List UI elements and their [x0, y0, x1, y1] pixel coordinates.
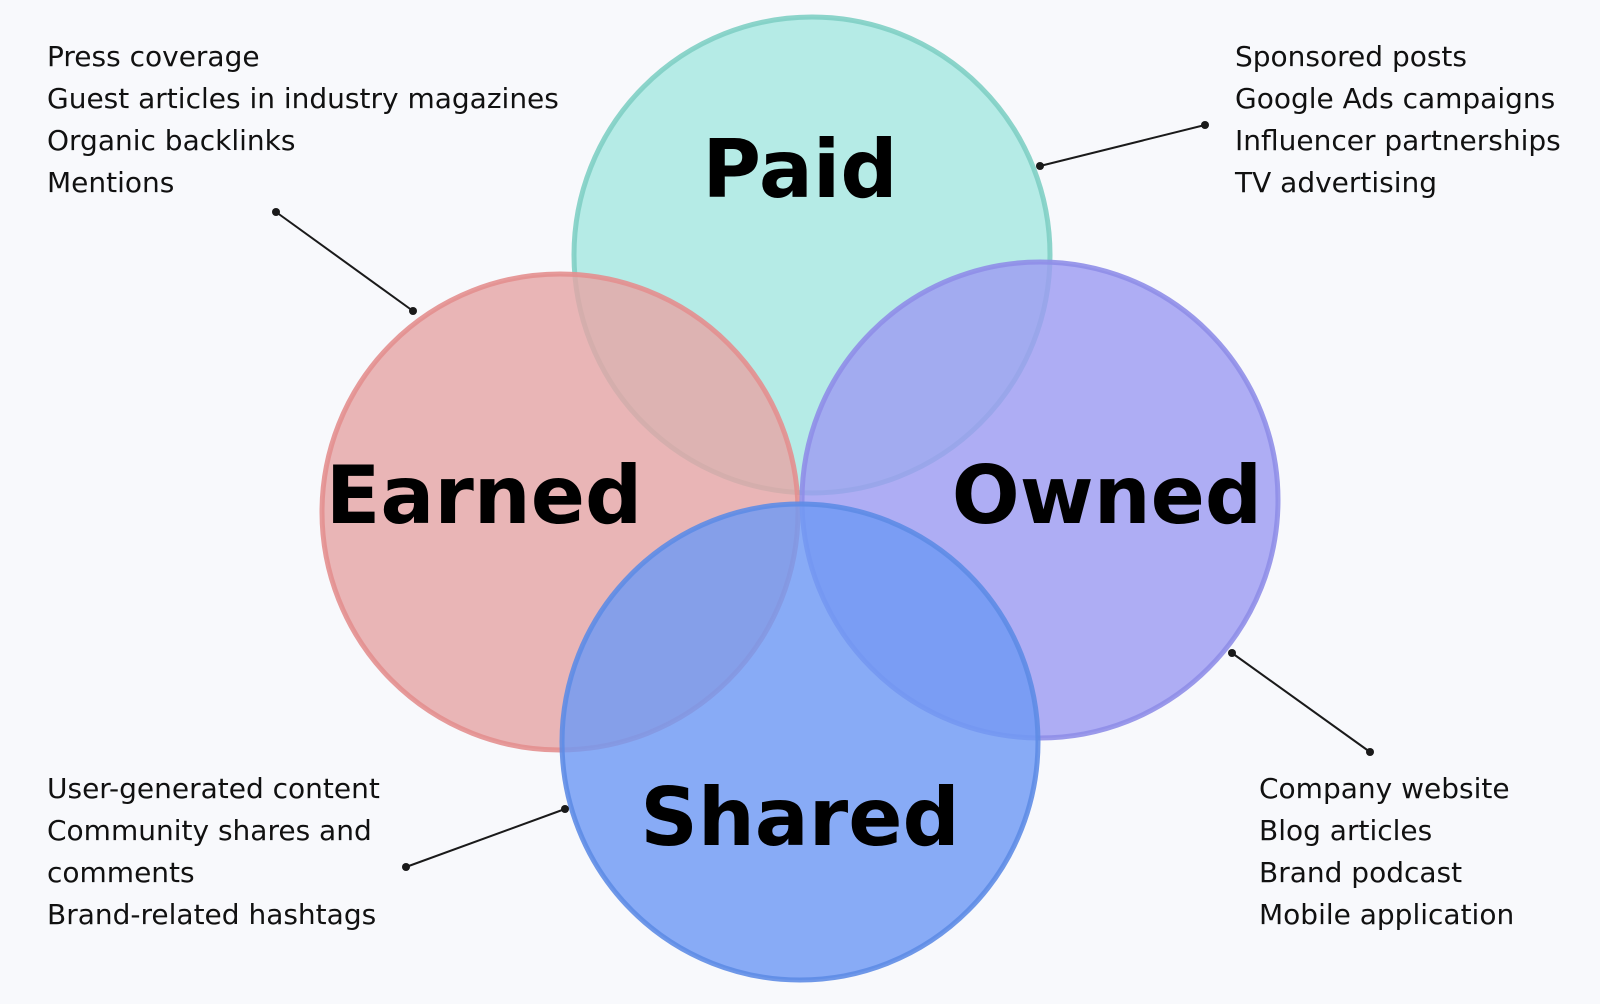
connector-paid — [1036, 121, 1209, 170]
label-earned: Earned — [326, 449, 643, 542]
paid-example-item: Influencer partnerships — [1235, 124, 1561, 157]
owned-example-item: Brand podcast — [1259, 856, 1463, 889]
earned-example-item: Press coverage — [47, 40, 260, 73]
connector-owned — [1228, 649, 1374, 756]
connector-shared — [402, 805, 569, 871]
paid-example-item: TV advertising — [1235, 166, 1438, 199]
connector-earned-dot-end — [409, 307, 417, 315]
owned-examples-list: Company website Blog articles Brand podc… — [1259, 768, 1514, 936]
connector-paid-dot-start — [1036, 162, 1044, 170]
connector-owned-line — [1231, 652, 1371, 753]
earned-example-item: Guest articles in industry magazines — [47, 82, 559, 115]
label-owned: Owned — [952, 449, 1262, 542]
circle-shared — [559, 501, 1041, 983]
earned-examples-list: Press coverage Guest articles in industr… — [47, 36, 559, 204]
owned-example-item: Blog articles — [1259, 814, 1433, 847]
connector-owned-dot-end — [1366, 748, 1374, 756]
connector-paid-line — [1039, 124, 1206, 167]
owned-example-item: Mobile application — [1259, 898, 1515, 931]
paid-examples-list: Sponsored posts Google Ads campaigns Inf… — [1235, 36, 1561, 204]
paid-example-item: Google Ads campaigns — [1235, 82, 1556, 115]
shared-example-item: Community shares and — [47, 814, 372, 847]
shared-examples-list: User-generated content Community shares … — [47, 768, 380, 936]
label-shared: Shared — [640, 771, 960, 864]
owned-example-item: Company website — [1259, 772, 1510, 805]
earned-example-item: Mentions — [47, 166, 175, 199]
connector-shared-line — [405, 808, 566, 868]
connector-shared-dot-end — [561, 805, 569, 813]
connector-owned-dot-start — [1228, 649, 1236, 657]
connector-paid-dot-end — [1201, 121, 1209, 129]
earned-example-item: Organic backlinks — [47, 124, 296, 157]
connector-shared-dot-start — [402, 863, 410, 871]
connector-earned-line — [275, 211, 414, 312]
paid-example-item: Sponsored posts — [1235, 40, 1467, 73]
shared-example-item: User-generated content — [47, 772, 380, 805]
shared-example-item: Brand-related hashtags — [47, 898, 377, 931]
shared-example-item: comments — [47, 856, 195, 889]
connector-earned — [272, 208, 417, 315]
connector-earned-dot-start — [272, 208, 280, 216]
label-paid: Paid — [702, 123, 897, 216]
